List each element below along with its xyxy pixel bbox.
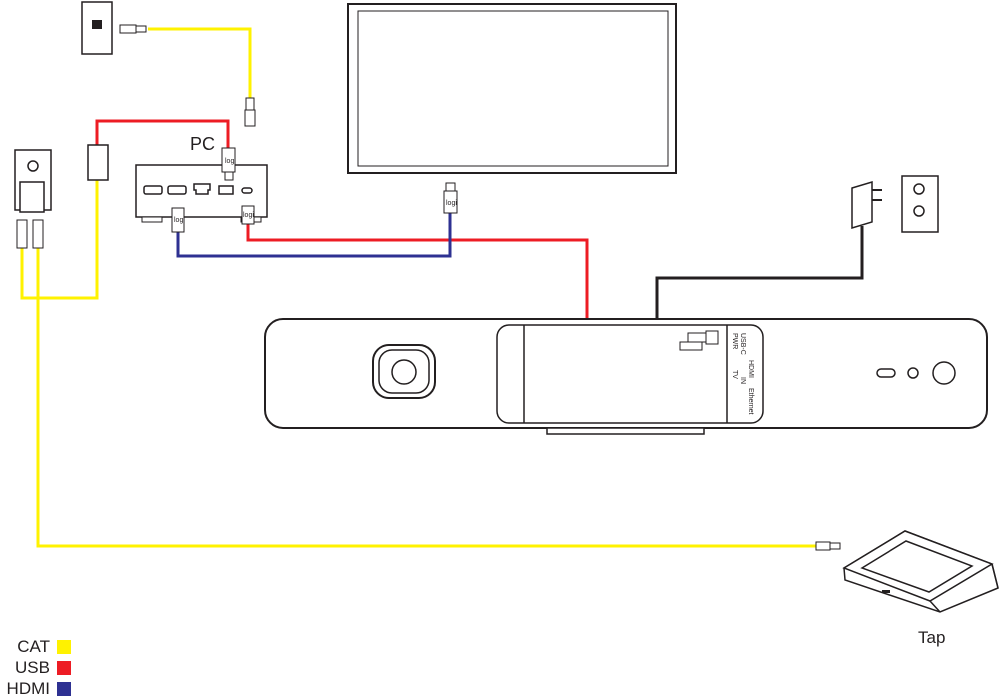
legend-item-usb: USB (0, 657, 90, 678)
power-outlet-right (901, 175, 939, 233)
bar-mount (546, 427, 705, 435)
legend-label: CAT (17, 637, 50, 656)
legend-swatch (57, 640, 71, 654)
port-label-ethernet: Ethernet (747, 388, 754, 415)
pc-label: PC (190, 134, 215, 154)
svg-text:logi: logi (225, 158, 236, 165)
cat-cable-to-tap (36, 248, 816, 548)
legend-item-cat: CAT (0, 636, 90, 657)
rear-panel (496, 324, 764, 424)
usb-plug-icon: logi (221, 147, 236, 181)
hdmi-plug-icon: logi (171, 207, 185, 233)
legend-item-hdmi: HDMI (0, 678, 90, 699)
hdmi-cable-pc-to-display (176, 212, 452, 258)
power-adapter (851, 180, 882, 230)
port-label-usbc: USB-C (739, 333, 746, 355)
poe-injector (16, 181, 45, 249)
legend: CAT USB HDMI (0, 636, 90, 699)
cat-cable-injector (20, 180, 99, 300)
port-label-in: IN (739, 377, 746, 384)
tap-controller (842, 530, 999, 613)
legend-swatch (57, 682, 71, 696)
cat-cable-wall-to-pc (148, 27, 252, 98)
tap-label: Tap (918, 628, 945, 647)
svg-text:logi: logi (446, 200, 457, 207)
power-plug-icon (687, 330, 719, 345)
svg-text:logi: logi (243, 212, 254, 219)
usb-c-plug-icon (679, 341, 703, 351)
port-label-pwr: PWR (731, 333, 738, 349)
port-label-hdmi: HDMI (747, 360, 754, 378)
ethernet-wall-jack (81, 1, 113, 55)
usb-adapter (87, 144, 109, 181)
usb-cable-pc-to-adapter (95, 119, 230, 148)
rj45-plug-icon (119, 24, 147, 34)
port-label-tv: TV (731, 370, 738, 379)
legend-label: HDMI (6, 679, 50, 698)
port-labels: PWR USB-C HDMI TV IN Ethernet (731, 333, 754, 415)
video-bar (264, 318, 988, 435)
rj45-plug-icon (815, 541, 841, 551)
legend-swatch (57, 661, 71, 675)
rj45-plug-icon (244, 97, 256, 127)
hdmi-plug-icon: logi (443, 182, 458, 214)
legend-label: USB (15, 658, 50, 677)
svg-text:logi: logi (174, 217, 185, 224)
usb-c-plug-icon: logi (241, 205, 255, 225)
display-monitor (347, 3, 677, 174)
